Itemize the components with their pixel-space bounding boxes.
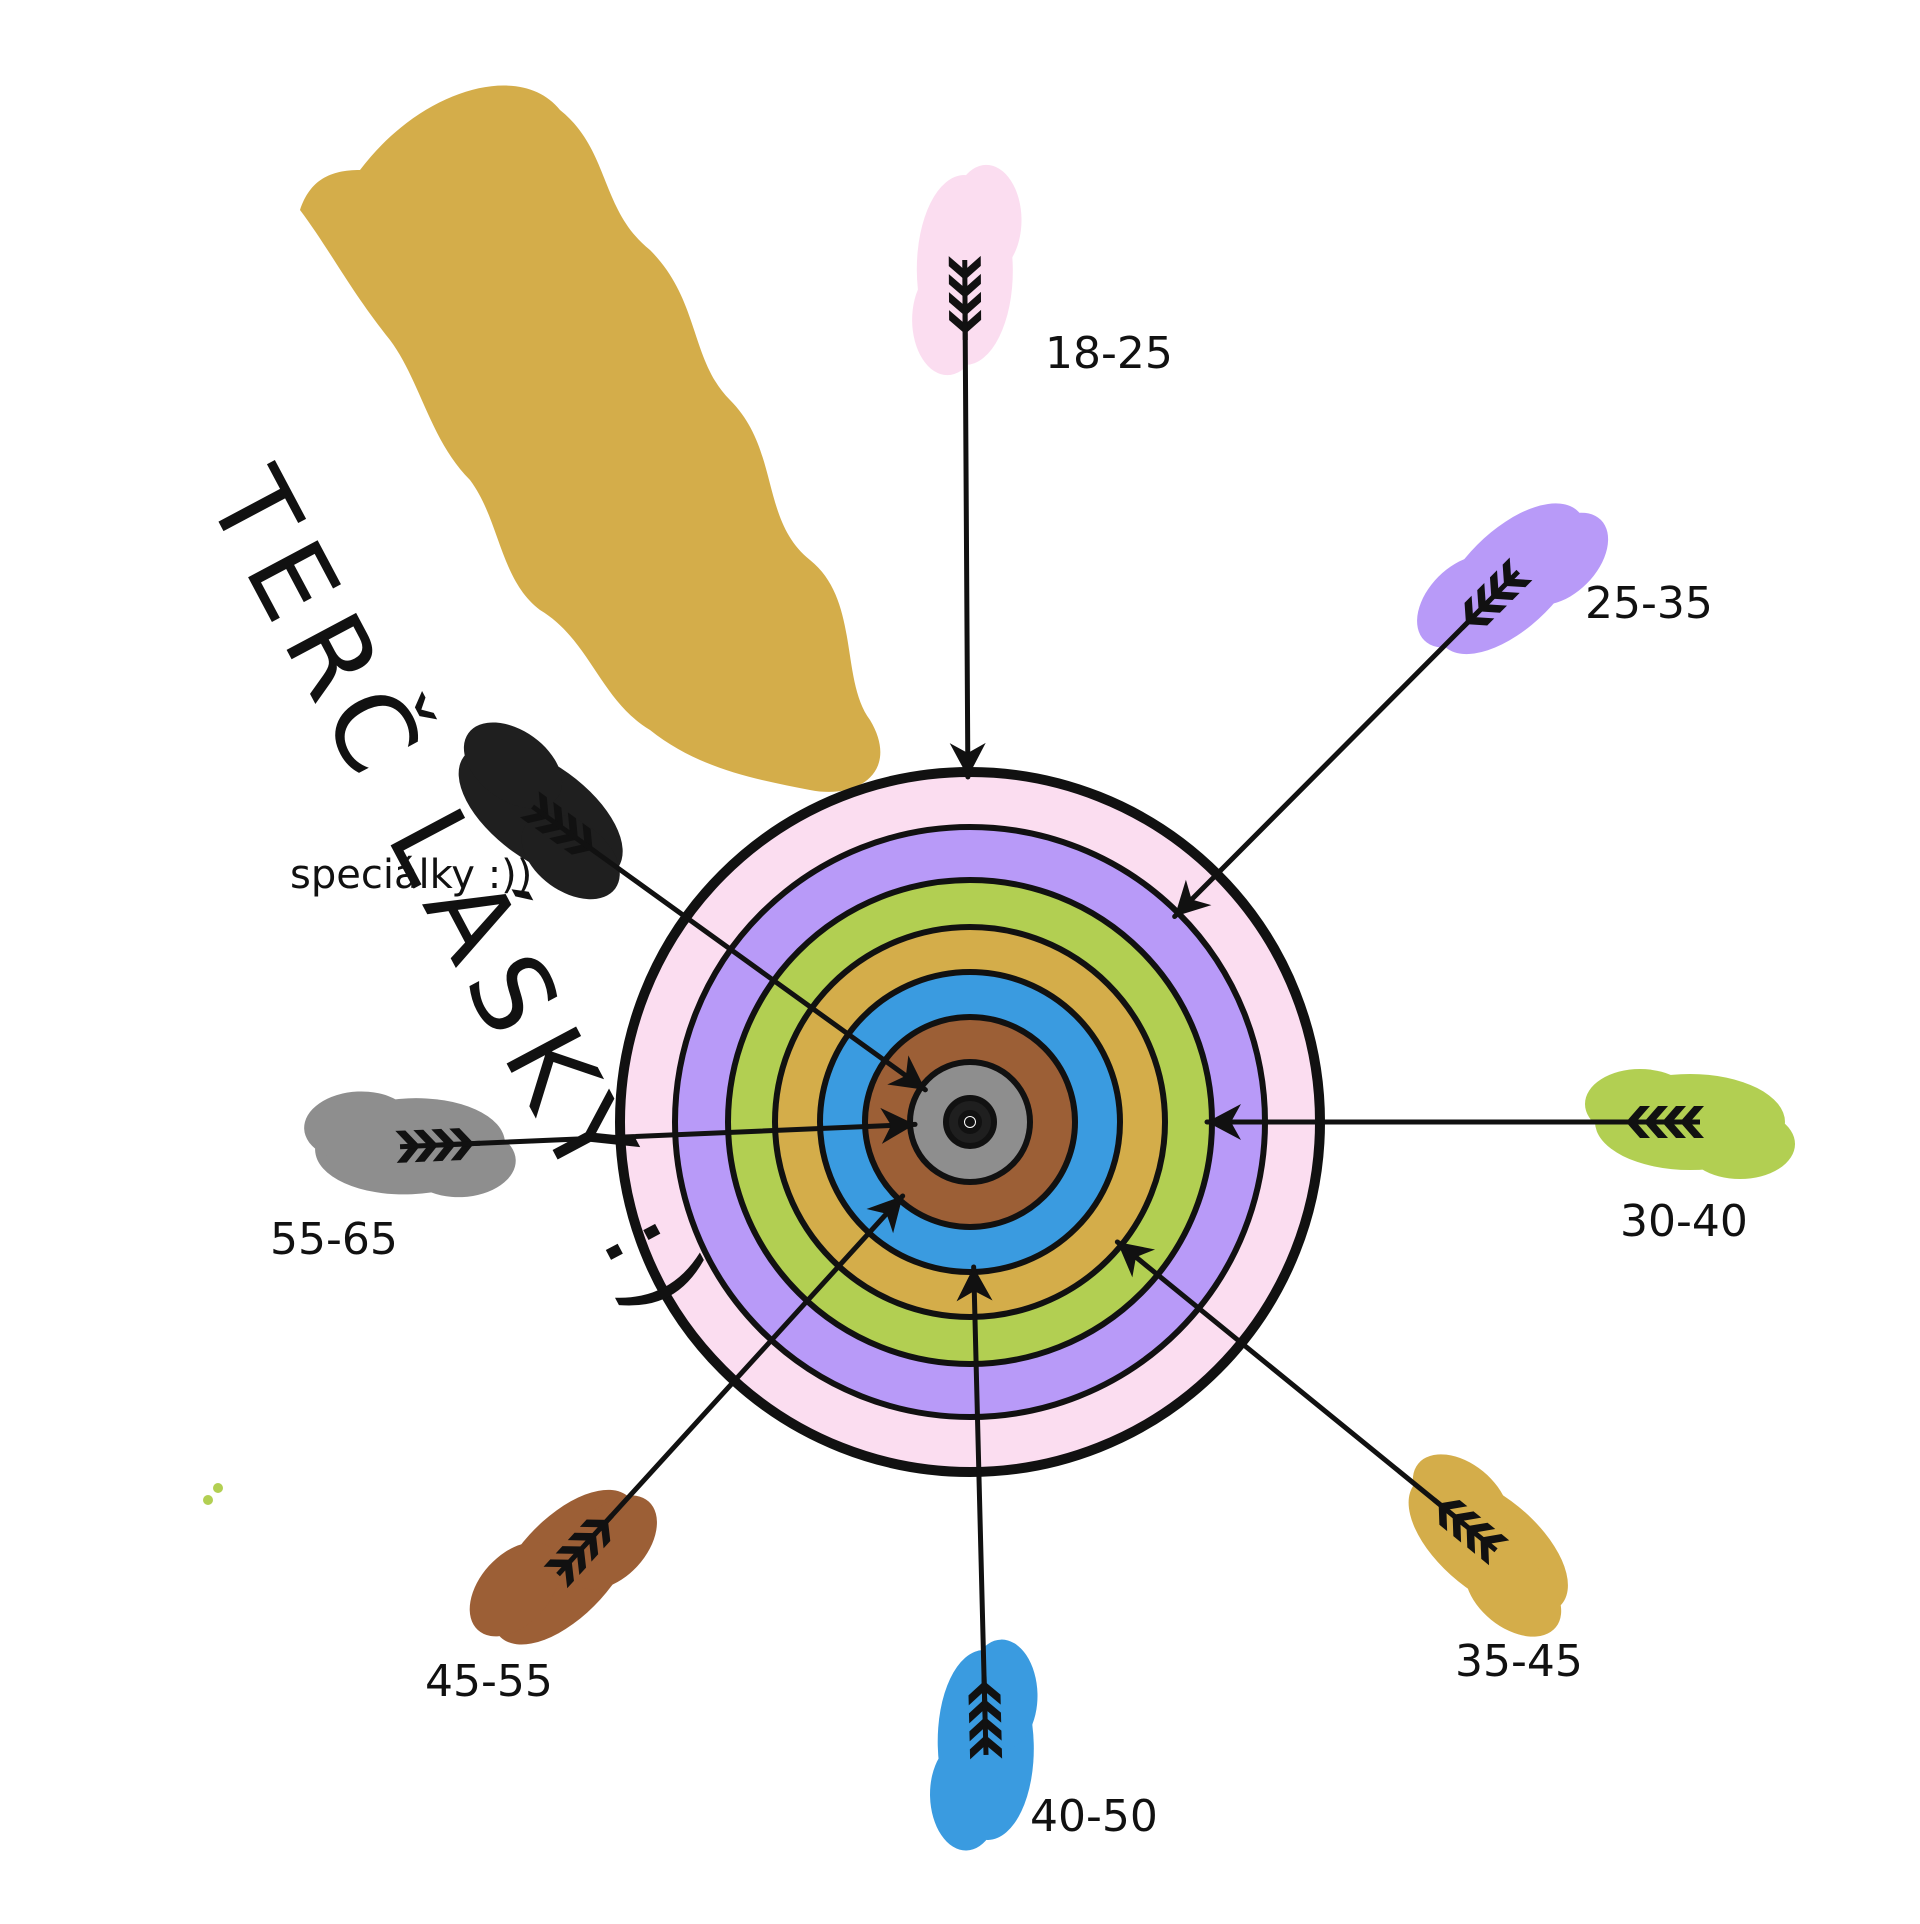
arrow-0 bbox=[911, 165, 1022, 777]
decor-dot bbox=[213, 1483, 223, 1493]
decor-dot bbox=[203, 1495, 213, 1505]
age-label-25-35: 25-35 bbox=[1585, 582, 1713, 626]
age-label-30-40: 30-40 bbox=[1620, 1200, 1748, 1244]
bullseye-center bbox=[965, 1117, 975, 1127]
age-label-45-55: 45-55 bbox=[425, 1660, 553, 1704]
arrow-3 bbox=[1106, 1228, 1603, 1654]
arrow-shaft bbox=[1175, 600, 1490, 917]
age-label-35-45: 35-45 bbox=[1455, 1640, 1583, 1684]
label-specialky: speciálky :)) bbox=[290, 855, 532, 895]
arrow-shaft bbox=[965, 300, 968, 777]
age-label-18-25: 18-25 bbox=[1045, 332, 1173, 376]
arrow-1 bbox=[1162, 467, 1626, 929]
age-label-40-50: 40-50 bbox=[1030, 1795, 1158, 1839]
age-label-55-65: 55-65 bbox=[270, 1218, 398, 1262]
